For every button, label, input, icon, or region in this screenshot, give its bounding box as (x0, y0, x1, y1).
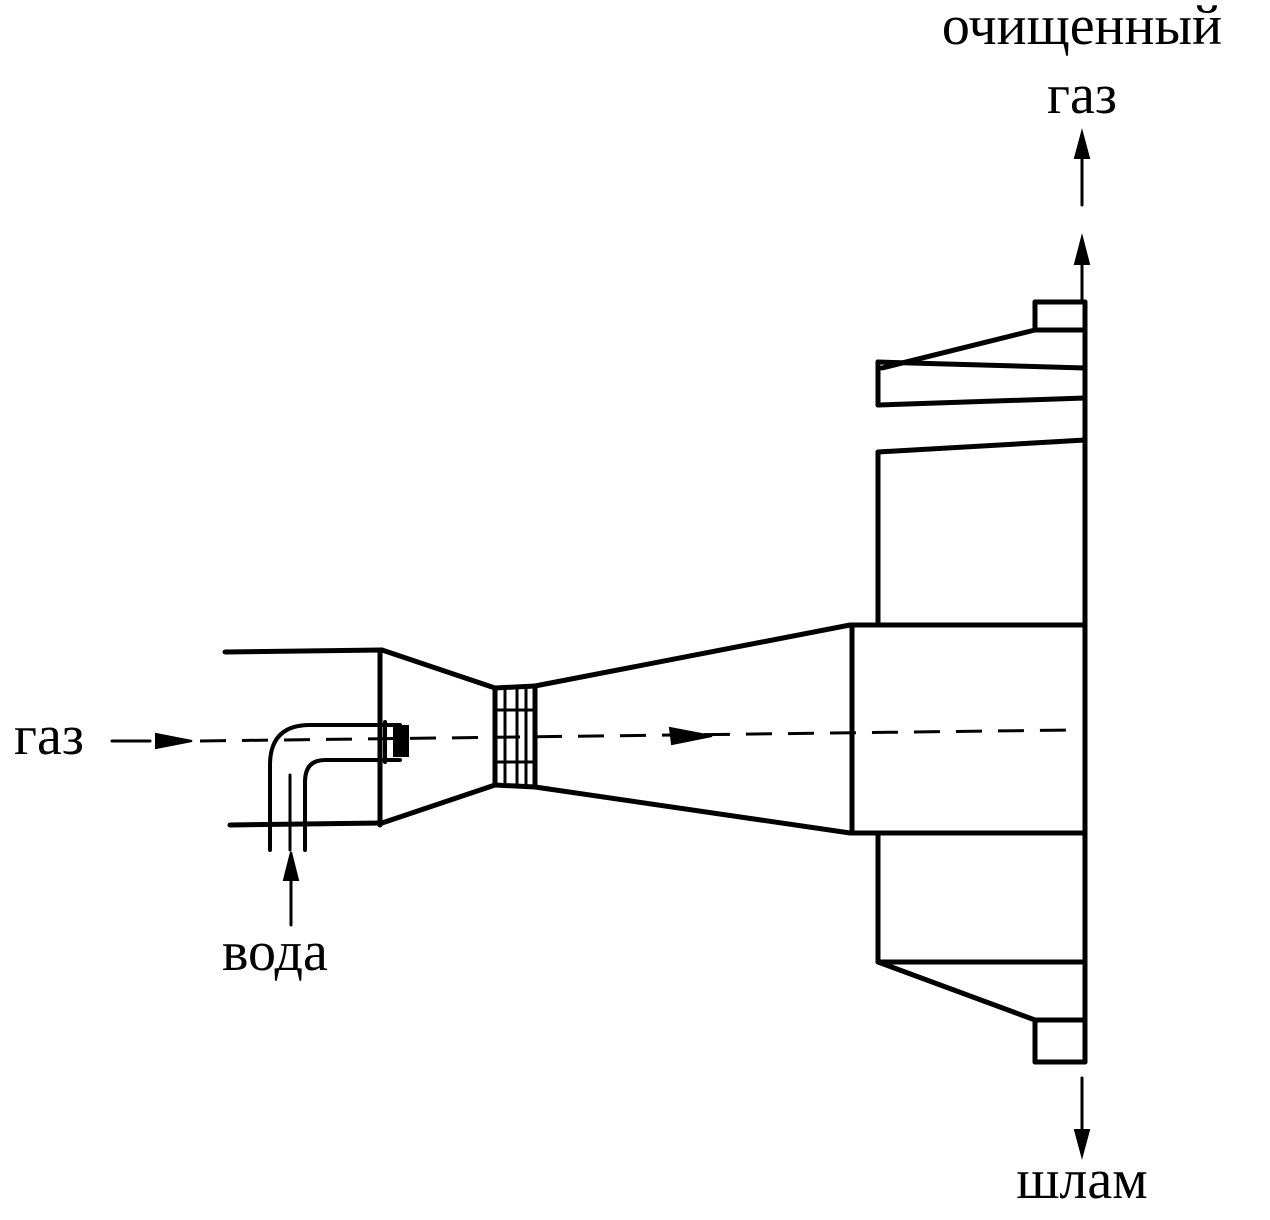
sludge-outlet-arrow (1073, 1076, 1091, 1160)
separator-column (849, 299, 1088, 1065)
label-clean-gas-line1: очищенный (942, 0, 1222, 57)
label-gas-inlet: газ (14, 705, 84, 767)
water-inlet-arrow (282, 851, 300, 927)
nozzle-tip (393, 725, 409, 757)
label-water: вода (222, 921, 328, 983)
venturi-tube (379, 622, 853, 836)
flow-centerline (199, 726, 1073, 746)
water-nozzle (268, 720, 409, 852)
column-axis-up-arrow (1073, 233, 1091, 302)
label-clean-gas-line2: газ (1047, 64, 1117, 126)
clean-gas-outlet-arrow (1073, 128, 1091, 207)
gas-inlet-arrow (110, 732, 193, 750)
